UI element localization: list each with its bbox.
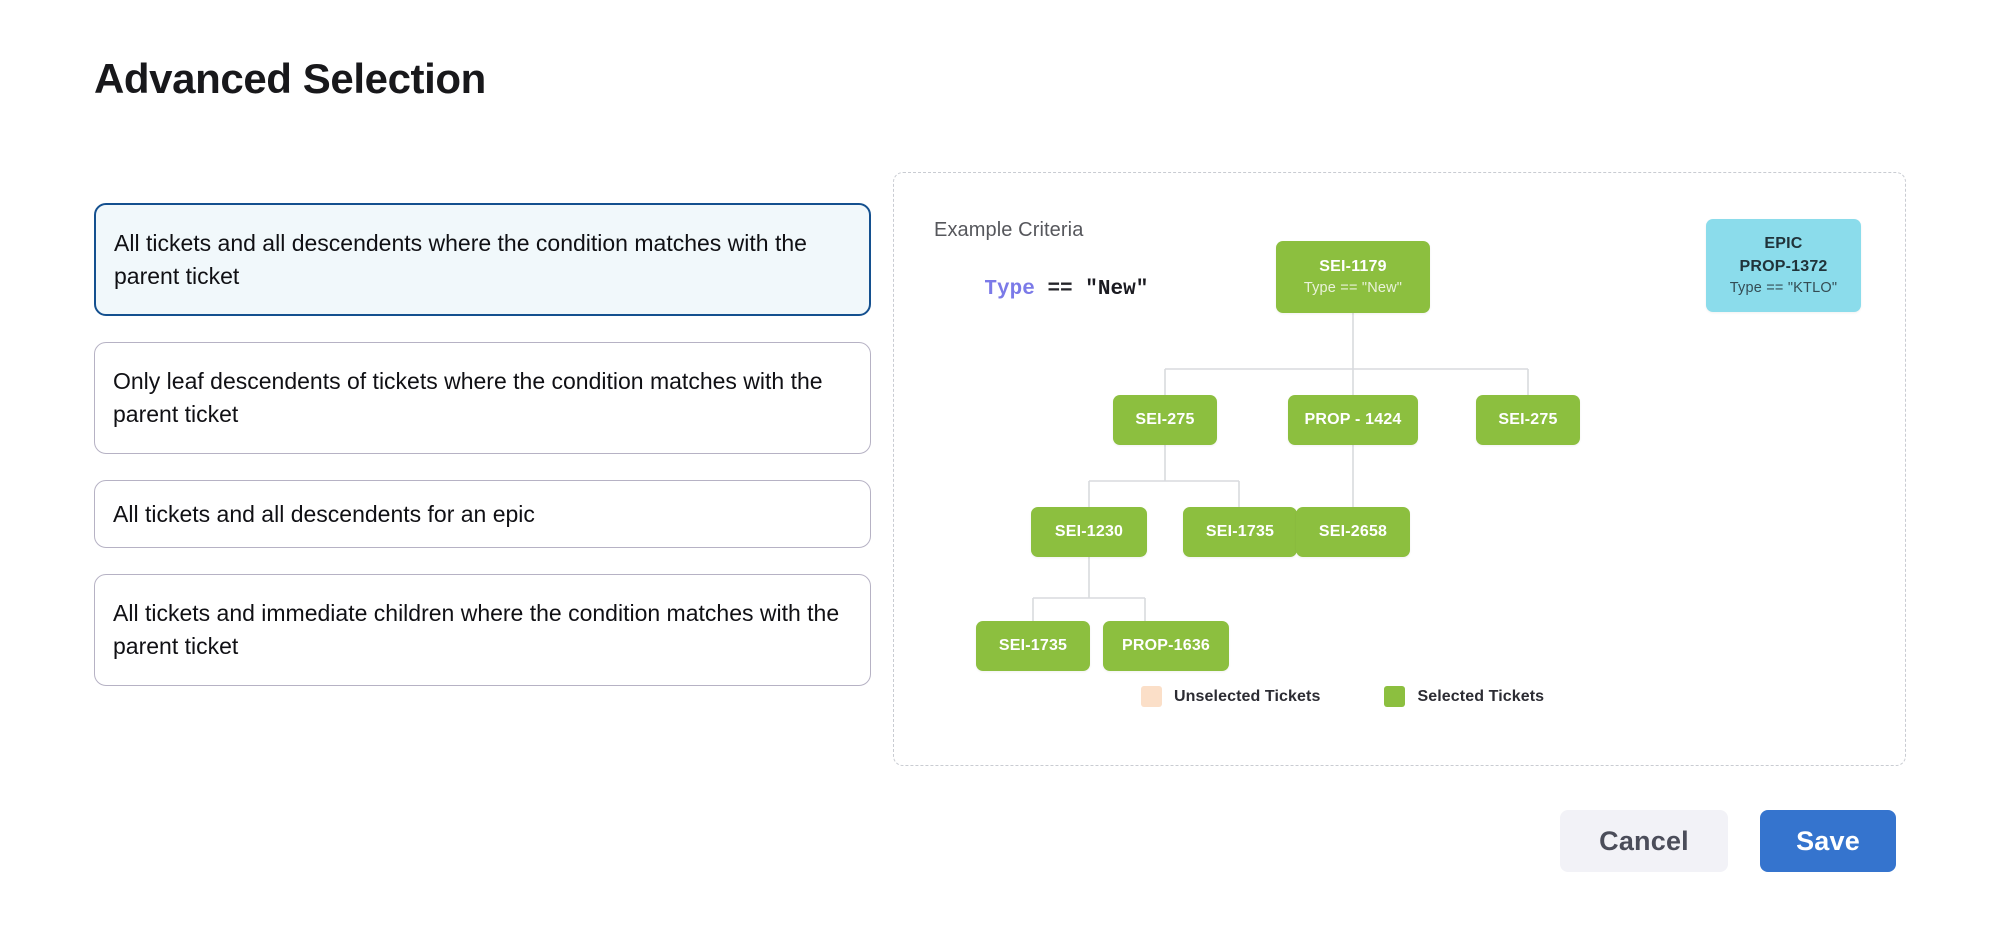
tree-node-sei-275-a[interactable]: SEI-275: [1113, 395, 1217, 445]
node-label: SEI-1230: [1054, 523, 1124, 541]
tree-node-epic[interactable]: EPIC PROP-1372 Type == "KTLO": [1706, 219, 1861, 312]
node-sublabel: Type == "New": [1303, 280, 1403, 297]
tree-node-root[interactable]: SEI-1179 Type == "New": [1276, 241, 1430, 313]
legend-item-selected: Selected Tickets: [1384, 686, 1544, 707]
tree-node-sei-1735-b[interactable]: SEI-1735: [976, 621, 1090, 671]
example-diagram-panel: Example Criteria Type == "New": [893, 172, 1906, 766]
node-label: SEI-1735: [1205, 523, 1275, 541]
node-label: SEI-275: [1135, 411, 1195, 429]
cancel-button[interactable]: Cancel: [1560, 810, 1728, 872]
node-label: SEI-1179: [1319, 257, 1387, 275]
page-title: Advanced Selection: [94, 55, 486, 102]
save-button[interactable]: Save: [1760, 810, 1896, 872]
selected-swatch-icon: [1384, 686, 1406, 707]
criteria-label: Example Criteria: [934, 219, 1084, 241]
tree-node-sei-1230[interactable]: SEI-1230: [1031, 507, 1147, 557]
option-label: All tickets and all descendents where th…: [114, 230, 807, 289]
node-label: SEI-1735: [998, 637, 1068, 655]
option-label: All tickets and all descendents for an e…: [113, 500, 535, 527]
unselected-swatch-icon: [1141, 686, 1162, 707]
option-card-immediate-children-condition[interactable]: All tickets and immediate children where…: [94, 574, 871, 686]
node-epic-tag: EPIC: [1764, 234, 1803, 252]
option-card-all-descendents-condition[interactable]: All tickets and all descendents where th…: [94, 203, 871, 317]
tree-node-sei-275-b[interactable]: SEI-275: [1476, 395, 1580, 445]
legend-item-unselected: Unselected Tickets: [1141, 686, 1320, 707]
node-label: SEI-275: [1498, 411, 1558, 429]
tree-node-sei-2658[interactable]: SEI-2658: [1296, 507, 1410, 557]
legend-label: Selected Tickets: [1417, 687, 1545, 705]
node-sublabel: Type == "KTLO": [1729, 280, 1838, 297]
dialog-footer: Cancel Save: [1560, 810, 1896, 872]
criteria-operator: ==: [1047, 278, 1073, 301]
criteria-field: Type: [984, 278, 1035, 301]
tree-node-sei-1735-a[interactable]: SEI-1735: [1183, 507, 1297, 557]
diagram-legend: Unselected Tickets Selected Tickets: [1141, 686, 1544, 707]
legend-label: Unselected Tickets: [1174, 687, 1321, 705]
tree-node-prop-1636[interactable]: PROP-1636: [1103, 621, 1229, 671]
options-list: All tickets and all descendents where th…: [94, 203, 871, 712]
node-label: SEI-2658: [1318, 523, 1388, 541]
criteria-value: "New": [1085, 278, 1149, 301]
criteria-expression: Type == "New": [934, 255, 1148, 324]
node-label: PROP-1636: [1121, 637, 1211, 655]
tree-node-prop-1424[interactable]: PROP - 1424: [1288, 395, 1418, 445]
option-label: All tickets and immediate children where…: [113, 600, 840, 659]
option-card-all-descendents-epic[interactable]: All tickets and all descendents for an e…: [94, 479, 871, 549]
option-label: Only leaf descendents of tickets where t…: [113, 368, 823, 427]
node-label: PROP-1372: [1739, 257, 1828, 275]
node-label: PROP - 1424: [1304, 411, 1402, 429]
option-card-leaf-descendents-condition[interactable]: Only leaf descendents of tickets where t…: [94, 342, 871, 454]
